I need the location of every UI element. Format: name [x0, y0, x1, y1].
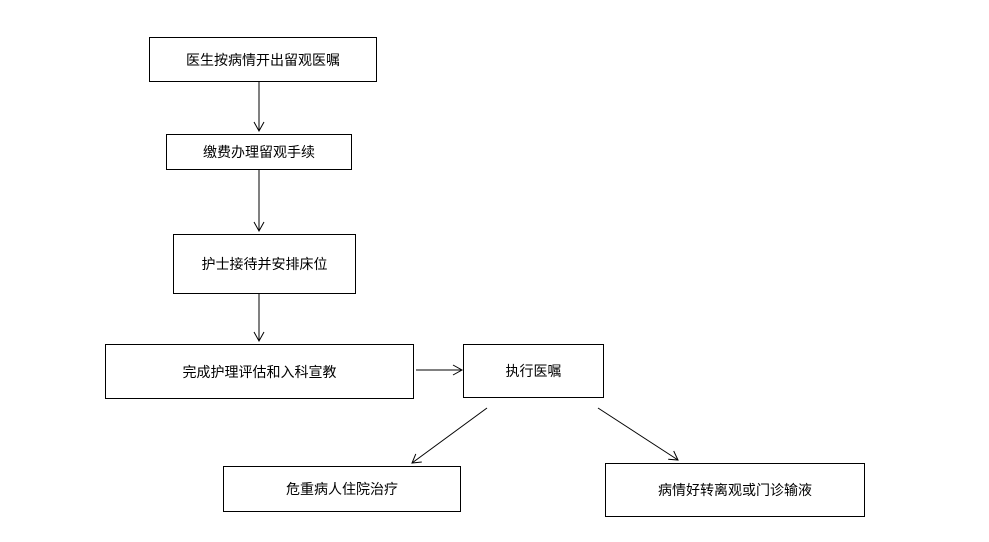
node-nursing-assessment: 完成护理评估和入科宣教 — [105, 344, 414, 399]
node-improved-discharge: 病情好转离观或门诊输液 — [605, 463, 865, 517]
node-execute-order: 执行医嘱 — [463, 344, 604, 398]
node-critical-hospitalization-label: 危重病人住院治疗 — [286, 482, 398, 498]
node-nurse-reception-label: 护士接待并安排床位 — [201, 257, 328, 273]
node-doctor-order: 医生按病情开出留观医嘱 — [149, 37, 377, 82]
node-critical-hospitalization: 危重病人住院治疗 — [223, 466, 461, 512]
node-nursing-assessment-label: 完成护理评估和入科宣教 — [182, 364, 337, 381]
edge-n5-n6 — [411, 407, 488, 464]
edge-n5-n7 — [597, 407, 679, 461]
node-payment-procedure-label: 缴费办理留观手续 — [203, 145, 315, 161]
edge-n2-n3 — [253, 170, 265, 233]
node-nurse-reception: 护士接待并安排床位 — [173, 234, 356, 294]
node-execute-order-label: 执行医嘱 — [505, 364, 562, 380]
edge-n3-n4 — [253, 294, 265, 343]
node-doctor-order-label: 医生按病情开出留观医嘱 — [186, 52, 340, 69]
node-improved-discharge-label: 病情好转离观或门诊输液 — [658, 483, 812, 499]
node-payment-procedure: 缴费办理留观手续 — [166, 134, 352, 170]
edge-n4-n5 — [416, 364, 464, 376]
edge-n1-n2 — [253, 82, 265, 133]
